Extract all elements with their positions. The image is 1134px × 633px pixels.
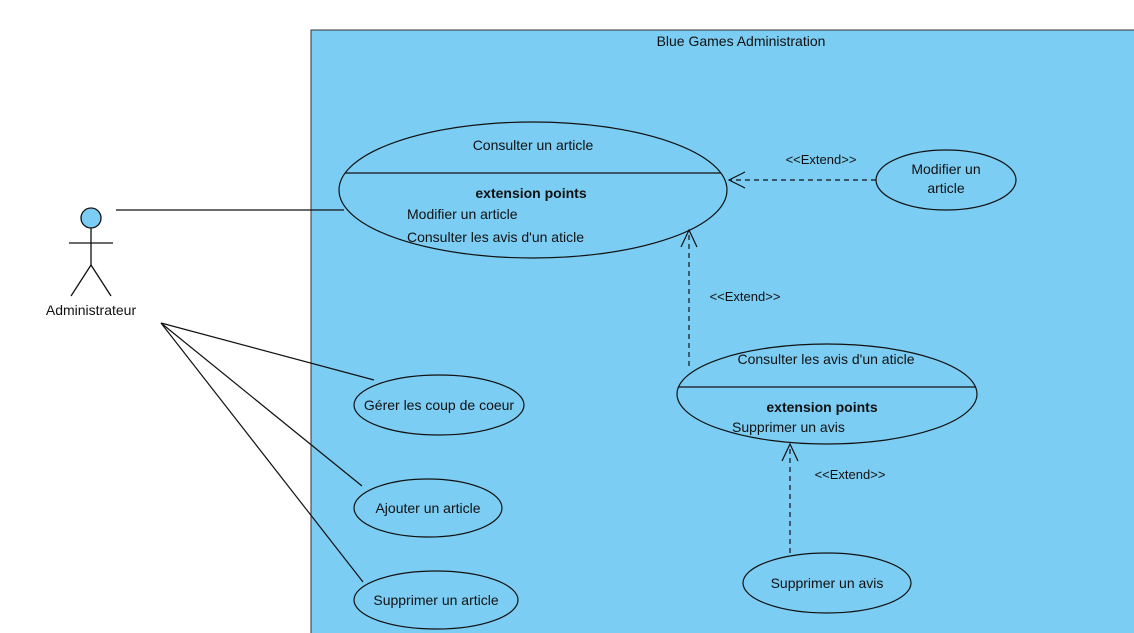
use-case-modifier-article[interactable]: Modifier un article — [875, 149, 1017, 211]
extend-supprimer-avis-arrowhead — [781, 442, 799, 462]
extend-modifier-article-label: <<Extend>> — [786, 152, 857, 167]
extension-points-heading: extension points — [475, 185, 586, 201]
use-case-gerer-coup-coeur[interactable]: Gérer les coup de coeur — [353, 374, 525, 436]
system-boundary-box — [310, 29, 1134, 633]
use-case-consulter-avis[interactable]: Consulter les avis d'un aticle extension… — [676, 343, 978, 445]
use-case-supprimer-article-shape — [353, 570, 519, 630]
actor-right-leg — [90, 264, 112, 297]
use-case-ajouter-article-label: Ajouter un article — [375, 500, 480, 516]
use-case-modifier-article-line2: article — [927, 180, 965, 196]
association-ajouter-article[interactable] — [160, 322, 363, 487]
association-gerer-coup-coeur[interactable] — [160, 322, 375, 381]
use-case-consulter-avis-shape — [676, 343, 978, 445]
use-case-supprimer-article-label: Supprimer un article — [373, 592, 498, 608]
use-case-consulter-article-shape — [338, 121, 728, 259]
extend-supprimer-avis-label: <<Extend>> — [815, 467, 886, 482]
extension-point-modifier-article: Modifier un article — [407, 206, 518, 222]
system-boundary[interactable]: Blue Games Administration — [310, 29, 1134, 633]
use-case-supprimer-avis-label: Supprimer un avis — [771, 575, 884, 591]
extend-consulter-avis[interactable]: <<Extend>> — [680, 228, 781, 366]
actor-left-leg — [70, 264, 92, 297]
extend-modifier-article[interactable]: <<Extend>> — [727, 152, 876, 189]
use-case-supprimer-avis[interactable]: Supprimer un avis — [742, 552, 912, 614]
actor-head — [80, 207, 102, 229]
extend-consulter-avis-arrowhead — [680, 228, 698, 248]
extension-point-supprimer-avis: Supprimer un avis — [732, 419, 845, 435]
use-case-ajouter-article[interactable]: Ajouter un article — [353, 478, 503, 538]
associations — [116, 209, 375, 583]
use-case-supprimer-avis-shape — [742, 552, 912, 614]
use-case-consulter-article[interactable]: Consulter un article extension points Mo… — [338, 121, 728, 259]
use-case-supprimer-article[interactable]: Supprimer un article — [353, 570, 519, 630]
use-case-consulter-avis-title: Consulter les avis d'un aticle — [738, 351, 915, 367]
use-case-gerer-coup-coeur-label: Gérer les coup de coeur — [364, 397, 515, 413]
association-supprimer-article[interactable] — [160, 322, 364, 583]
extend-consulter-avis-label: <<Extend>> — [710, 289, 781, 304]
extend-modifier-article-arrowhead — [727, 171, 746, 189]
use-case-gerer-coup-coeur-shape — [353, 374, 525, 436]
use-case-ajouter-article-shape — [353, 478, 503, 538]
use-case-modifier-article-line1: Modifier un — [911, 161, 980, 177]
actor-name: Administrateur — [46, 302, 137, 318]
actor-administrateur[interactable]: Administrateur — [46, 207, 137, 318]
extend-supprimer-avis[interactable]: <<Extend>> — [781, 442, 886, 553]
system-title: Blue Games Administration — [657, 33, 826, 49]
extension-point-consulter-avis: Consulter les avis d'un aticle — [407, 229, 584, 245]
extension-points-heading-avis: extension points — [766, 399, 877, 415]
use-case-consulter-article-title: Consulter un article — [473, 137, 594, 153]
